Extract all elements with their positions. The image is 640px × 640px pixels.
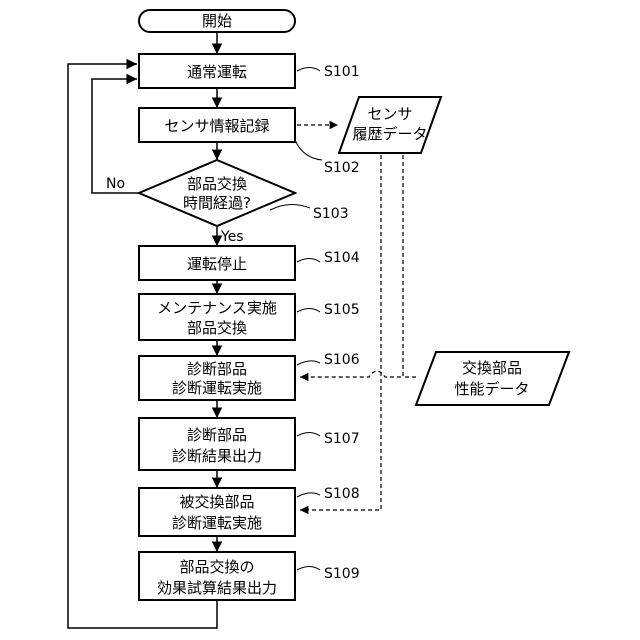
data-store-sensor-line1: センサ [367, 105, 412, 123]
step-s106-line1: 診断部品 [187, 360, 247, 378]
step-s109: 部品交換の 効果試算結果出力 S109 [139, 552, 360, 600]
step-s107: 診断部品 診断結果出力 S107 [139, 418, 360, 470]
step-s101-text: 通常運転 [187, 63, 247, 81]
step-s105-line1: メンテナンス実施 [157, 299, 277, 317]
step-s101: 通常運転 S101 [139, 54, 360, 88]
step-s104: 運転停止 S104 [139, 246, 360, 280]
decision-s103: 部品交換 時間経過? S103 No Yes [106, 160, 349, 245]
decision-s103-line2: 時間経過? [183, 194, 251, 212]
start-terminator: 開始 [139, 10, 295, 32]
step-s109-id: S109 [324, 566, 360, 582]
step-s108-id: S108 [324, 486, 360, 502]
step-s105: メンテナンス実施 部品交換 S105 [139, 294, 360, 340]
step-s102: センサ情報記録 S102 [139, 108, 360, 176]
data-store-sensor-line2: 履歴データ [352, 125, 427, 143]
decision-s103-line1: 部品交換 [187, 175, 247, 193]
step-s108: 被交換部品 診断運転実施 S108 [139, 486, 360, 536]
step-s109-line2: 効果試算結果出力 [157, 579, 277, 597]
step-s104-id: S104 [324, 250, 360, 266]
step-s102-text: センサ情報記録 [164, 117, 269, 135]
step-s108-line2: 診断運転実施 [172, 514, 262, 532]
branch-no-label: No [106, 176, 125, 192]
step-s105-id: S105 [324, 302, 360, 318]
step-s105-line2: 部品交換 [187, 319, 247, 337]
step-s101-id: S101 [324, 64, 360, 80]
step-s109-line1: 部品交換の [179, 558, 254, 576]
start-label: 開始 [202, 12, 232, 30]
step-s107-line1: 診断部品 [187, 426, 247, 444]
step-s107-line2: 診断結果出力 [172, 447, 262, 465]
step-s106: 診断部品 診断運転実施 S106 [139, 352, 360, 400]
data-store-sensor: センサ 履歴データ [339, 97, 441, 153]
step-s102-id: S102 [324, 160, 360, 176]
data-store-parts: 交換部品 性能データ [416, 352, 569, 405]
step-s108-line1: 被交換部品 [179, 493, 254, 511]
step-s104-text: 運転停止 [187, 255, 247, 273]
step-s107-id: S107 [324, 431, 360, 447]
data-store-parts-line2: 性能データ [454, 380, 529, 398]
step-s106-line2: 診断運転実施 [172, 379, 262, 397]
decision-s103-id: S103 [313, 206, 349, 222]
branch-yes-label: Yes [220, 229, 244, 245]
data-store-parts-line1: 交換部品 [462, 359, 522, 377]
step-s106-id: S106 [324, 352, 360, 368]
